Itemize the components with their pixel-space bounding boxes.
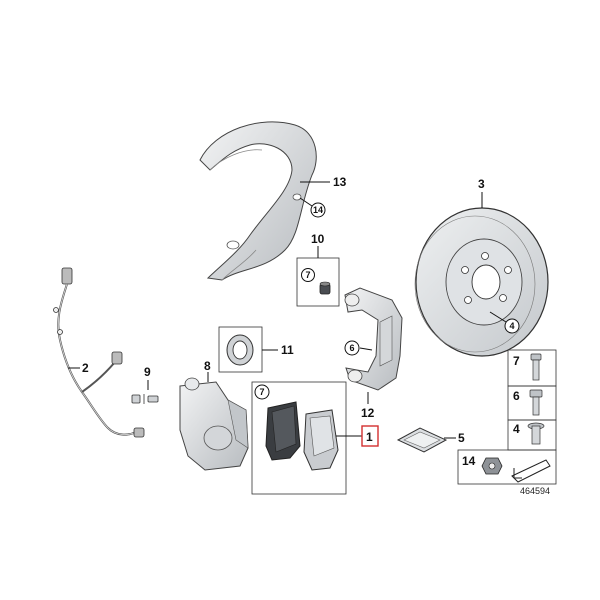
guide-bolt-box [296, 257, 340, 307]
fastener-label-14: 14 [462, 454, 476, 468]
callout-6-circle [344, 340, 360, 356]
dust-shield-part [199, 121, 317, 281]
caliper-carrier-part [344, 287, 403, 391]
callout-12: 12 [361, 406, 375, 420]
nut-14-part [481, 457, 503, 475]
callout-5: 5 [458, 431, 465, 445]
document-number: 464594 [520, 486, 550, 496]
fastener-label-7: 7 [513, 354, 520, 368]
fastener-label-6: 6 [513, 389, 520, 403]
callout-8: 8 [204, 359, 211, 373]
callout-1-highlight [361, 425, 379, 447]
callout-10: 10 [311, 232, 325, 246]
callout-14-circled: 14 [313, 205, 323, 215]
fastener-label-4: 4 [513, 422, 520, 436]
callout-13: 13 [333, 175, 347, 189]
brake-pads-box [251, 381, 347, 495]
guide-box-label: 7 [305, 270, 310, 280]
pads-box-circle [254, 384, 270, 400]
guide-bolt-part [319, 281, 331, 295]
reference-symbol-icon [511, 459, 551, 483]
guide-box-circle [301, 268, 315, 282]
brake-pads-part [265, 401, 339, 471]
callout-1: 1 [366, 430, 373, 444]
callout-6-circled: 6 [349, 343, 354, 353]
clip-set-part [131, 394, 159, 404]
callout-14-circle [310, 202, 326, 218]
callout-2: 2 [82, 361, 89, 375]
bolt-7-part [530, 353, 542, 381]
brake-disc-part [414, 207, 549, 357]
seal-ring-part [226, 334, 254, 366]
callout-4-circle [504, 318, 520, 334]
callout-4-circled: 4 [509, 321, 514, 331]
leader-line [359, 347, 373, 351]
leader-line [299, 197, 313, 207]
grease-packet-part [396, 427, 448, 453]
fastener-table: 7 6 4 14 [457, 349, 557, 485]
callout-9: 9 [144, 365, 151, 379]
leader-line [489, 311, 507, 323]
bolt-4-part [527, 422, 545, 445]
callout-3: 3 [478, 177, 485, 191]
pads-box-label: 7 [259, 387, 264, 397]
bolt-6-part [529, 389, 543, 416]
fastener-cell-14 [457, 449, 557, 485]
wear-sensor-part [53, 267, 145, 438]
callout-11: 11 [281, 343, 294, 357]
caliper-housing-part [179, 377, 249, 471]
